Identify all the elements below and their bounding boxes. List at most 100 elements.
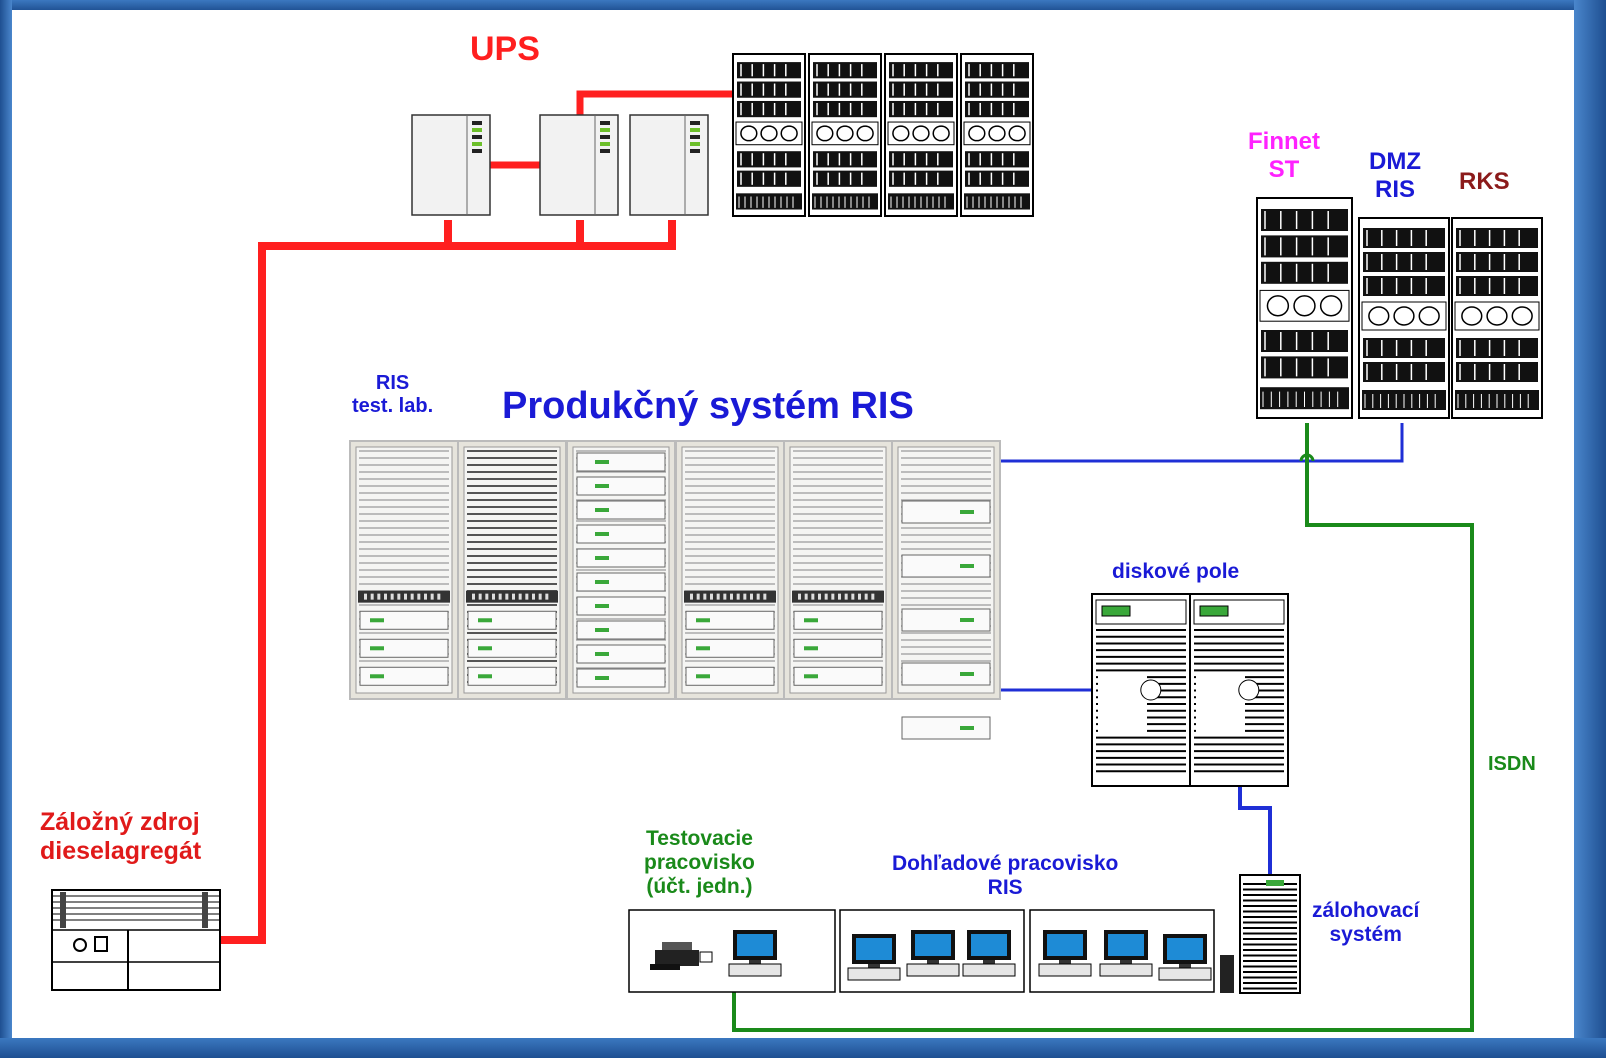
ups-unit-2-led xyxy=(600,128,610,132)
slide-frame-bottom xyxy=(0,1038,1606,1058)
prod-rack-1-server-led xyxy=(370,646,384,651)
dmz-rack-fan xyxy=(1368,306,1390,326)
server-rack-top-4-fan xyxy=(1008,125,1026,142)
prod-rack-1-port xyxy=(424,593,427,600)
server-rack-top-4-fan xyxy=(988,125,1006,142)
rks-rack-module xyxy=(1456,338,1538,358)
prod-rack-6-server-led xyxy=(960,672,974,676)
dmz-label: DMZ RIS xyxy=(1369,148,1421,203)
server-rack-top-3-module xyxy=(889,62,953,79)
prod-rack-3-server xyxy=(576,524,666,544)
dmz-rack-module xyxy=(1363,362,1445,382)
backup-system-line1: zálohovací xyxy=(1312,899,1420,922)
prod-rack-3-server xyxy=(576,548,666,568)
prod-rack-5-server xyxy=(793,638,883,658)
prod-rack-5-server-led xyxy=(804,618,818,623)
isdn-hop xyxy=(1299,453,1315,462)
ups-unit-1-led xyxy=(472,128,482,132)
prod-rack-3-server-led xyxy=(595,508,609,512)
prod-rack-3-server-led xyxy=(595,460,609,464)
test-pc-base xyxy=(728,963,782,977)
prod-rack-1-port xyxy=(404,593,407,600)
prod-rack-6-server xyxy=(901,500,991,524)
diesel-gauge xyxy=(73,938,87,952)
server-rack-top-2-fan xyxy=(816,125,834,142)
prod-rack-1-server xyxy=(359,610,449,630)
backup-system-line2: systém xyxy=(1329,923,1402,947)
prod-rack-3-server-led xyxy=(595,532,609,536)
ris-test-lab-line1: RIS xyxy=(375,372,410,394)
prod-rack-5 xyxy=(783,440,893,700)
prod-rack-6-server-led xyxy=(960,726,974,730)
prod-rack-2-port xyxy=(492,593,495,600)
prod-rack-1-port xyxy=(377,593,381,600)
server-rack-top-1-module xyxy=(737,170,801,187)
prod-rack-6 xyxy=(891,440,1001,740)
prod-rack-2-server-led xyxy=(478,674,492,679)
rks-label: RKS xyxy=(1459,168,1510,195)
server-rack-top-3-module xyxy=(889,100,953,118)
rks-rack-module xyxy=(1456,362,1538,382)
network-line-prod-dmz xyxy=(1000,423,1404,463)
prod-rack-3-server-led xyxy=(595,556,609,560)
prod-rack-1-port xyxy=(384,593,387,600)
rks-rack xyxy=(1451,217,1543,419)
prod-rack-1-server-led xyxy=(370,674,384,679)
prod-rack-5-server xyxy=(793,610,883,630)
test-pc-screen xyxy=(737,934,773,956)
prod-rack-5-port xyxy=(858,593,861,600)
prod-rack-5-port xyxy=(818,593,821,600)
monitor-pc-6-stand xyxy=(1179,964,1191,968)
monitoring-workstation-line1: Dohľadové pracovisko xyxy=(892,852,1119,875)
ups-unit-3-led xyxy=(690,135,700,139)
prod-rack-4-port xyxy=(756,593,760,600)
dmz-label-line1: DMZ xyxy=(1369,148,1421,175)
prod-rack-5-port xyxy=(824,593,828,600)
prod-rack-1-server xyxy=(359,666,449,686)
backup-system xyxy=(1220,874,1301,994)
finnet-rack xyxy=(1256,197,1353,419)
prod-rack-4-port xyxy=(736,593,740,600)
disk-array-2-door xyxy=(1196,674,1245,737)
prod-rack-3-server xyxy=(576,644,666,664)
finnet-rack-module xyxy=(1261,209,1348,231)
production-system-title: Produkčný systém RIS xyxy=(502,385,914,427)
prod-rack-5-port xyxy=(871,593,875,600)
monitoring-workstation-label: Dohľadové pracovisko RIS xyxy=(892,852,1118,900)
server-rack-top-3-module xyxy=(889,81,953,98)
backup-power-label: Záložný zdroj dieselagregát xyxy=(40,808,201,866)
prod-rack-3-server xyxy=(576,452,666,472)
monitoring-workstation-line2: RIS xyxy=(987,876,1023,900)
ris-test-lab-label: RIS test. lab. xyxy=(352,372,433,418)
prod-rack-4-port xyxy=(723,593,727,600)
ris-test-lab-line2: test. lab. xyxy=(352,395,434,417)
prod-rack-2 xyxy=(457,440,567,700)
prod-rack-1 xyxy=(349,440,459,700)
test-workstation-line2: pracovisko xyxy=(644,851,755,875)
slide-frame-left xyxy=(0,0,12,1058)
prod-rack-3-server-led xyxy=(595,652,609,656)
server-rack-top-1-module xyxy=(737,100,801,118)
server-rack-top-4-module xyxy=(965,100,1029,118)
finnet-rack-module xyxy=(1261,261,1348,284)
prod-rack-6-server-led xyxy=(960,618,974,622)
ups-unit-3-led xyxy=(690,121,700,125)
printer xyxy=(650,942,713,970)
prod-rack-3-server-led xyxy=(595,484,609,488)
server-rack-top-1-fan xyxy=(760,125,778,142)
ups-unit-1-led xyxy=(472,142,482,146)
prod-rack-2-server xyxy=(467,638,557,658)
server-rack-top-2-module xyxy=(813,151,877,168)
prod-rack-2-port xyxy=(518,593,522,600)
dmz-rack-module xyxy=(1363,252,1445,272)
power-line-diesel xyxy=(218,242,448,944)
server-rack-top-4-module xyxy=(965,81,1029,98)
server-rack-top-2-fan xyxy=(856,125,874,142)
finnet-label-line2: ST xyxy=(1268,155,1300,183)
connection-lines xyxy=(218,90,1474,1032)
monitor-pc-2-base xyxy=(906,963,960,977)
test-pc-stand xyxy=(749,960,761,964)
prod-rack-1-port xyxy=(397,593,401,600)
rks-rack-fan xyxy=(1461,306,1483,326)
